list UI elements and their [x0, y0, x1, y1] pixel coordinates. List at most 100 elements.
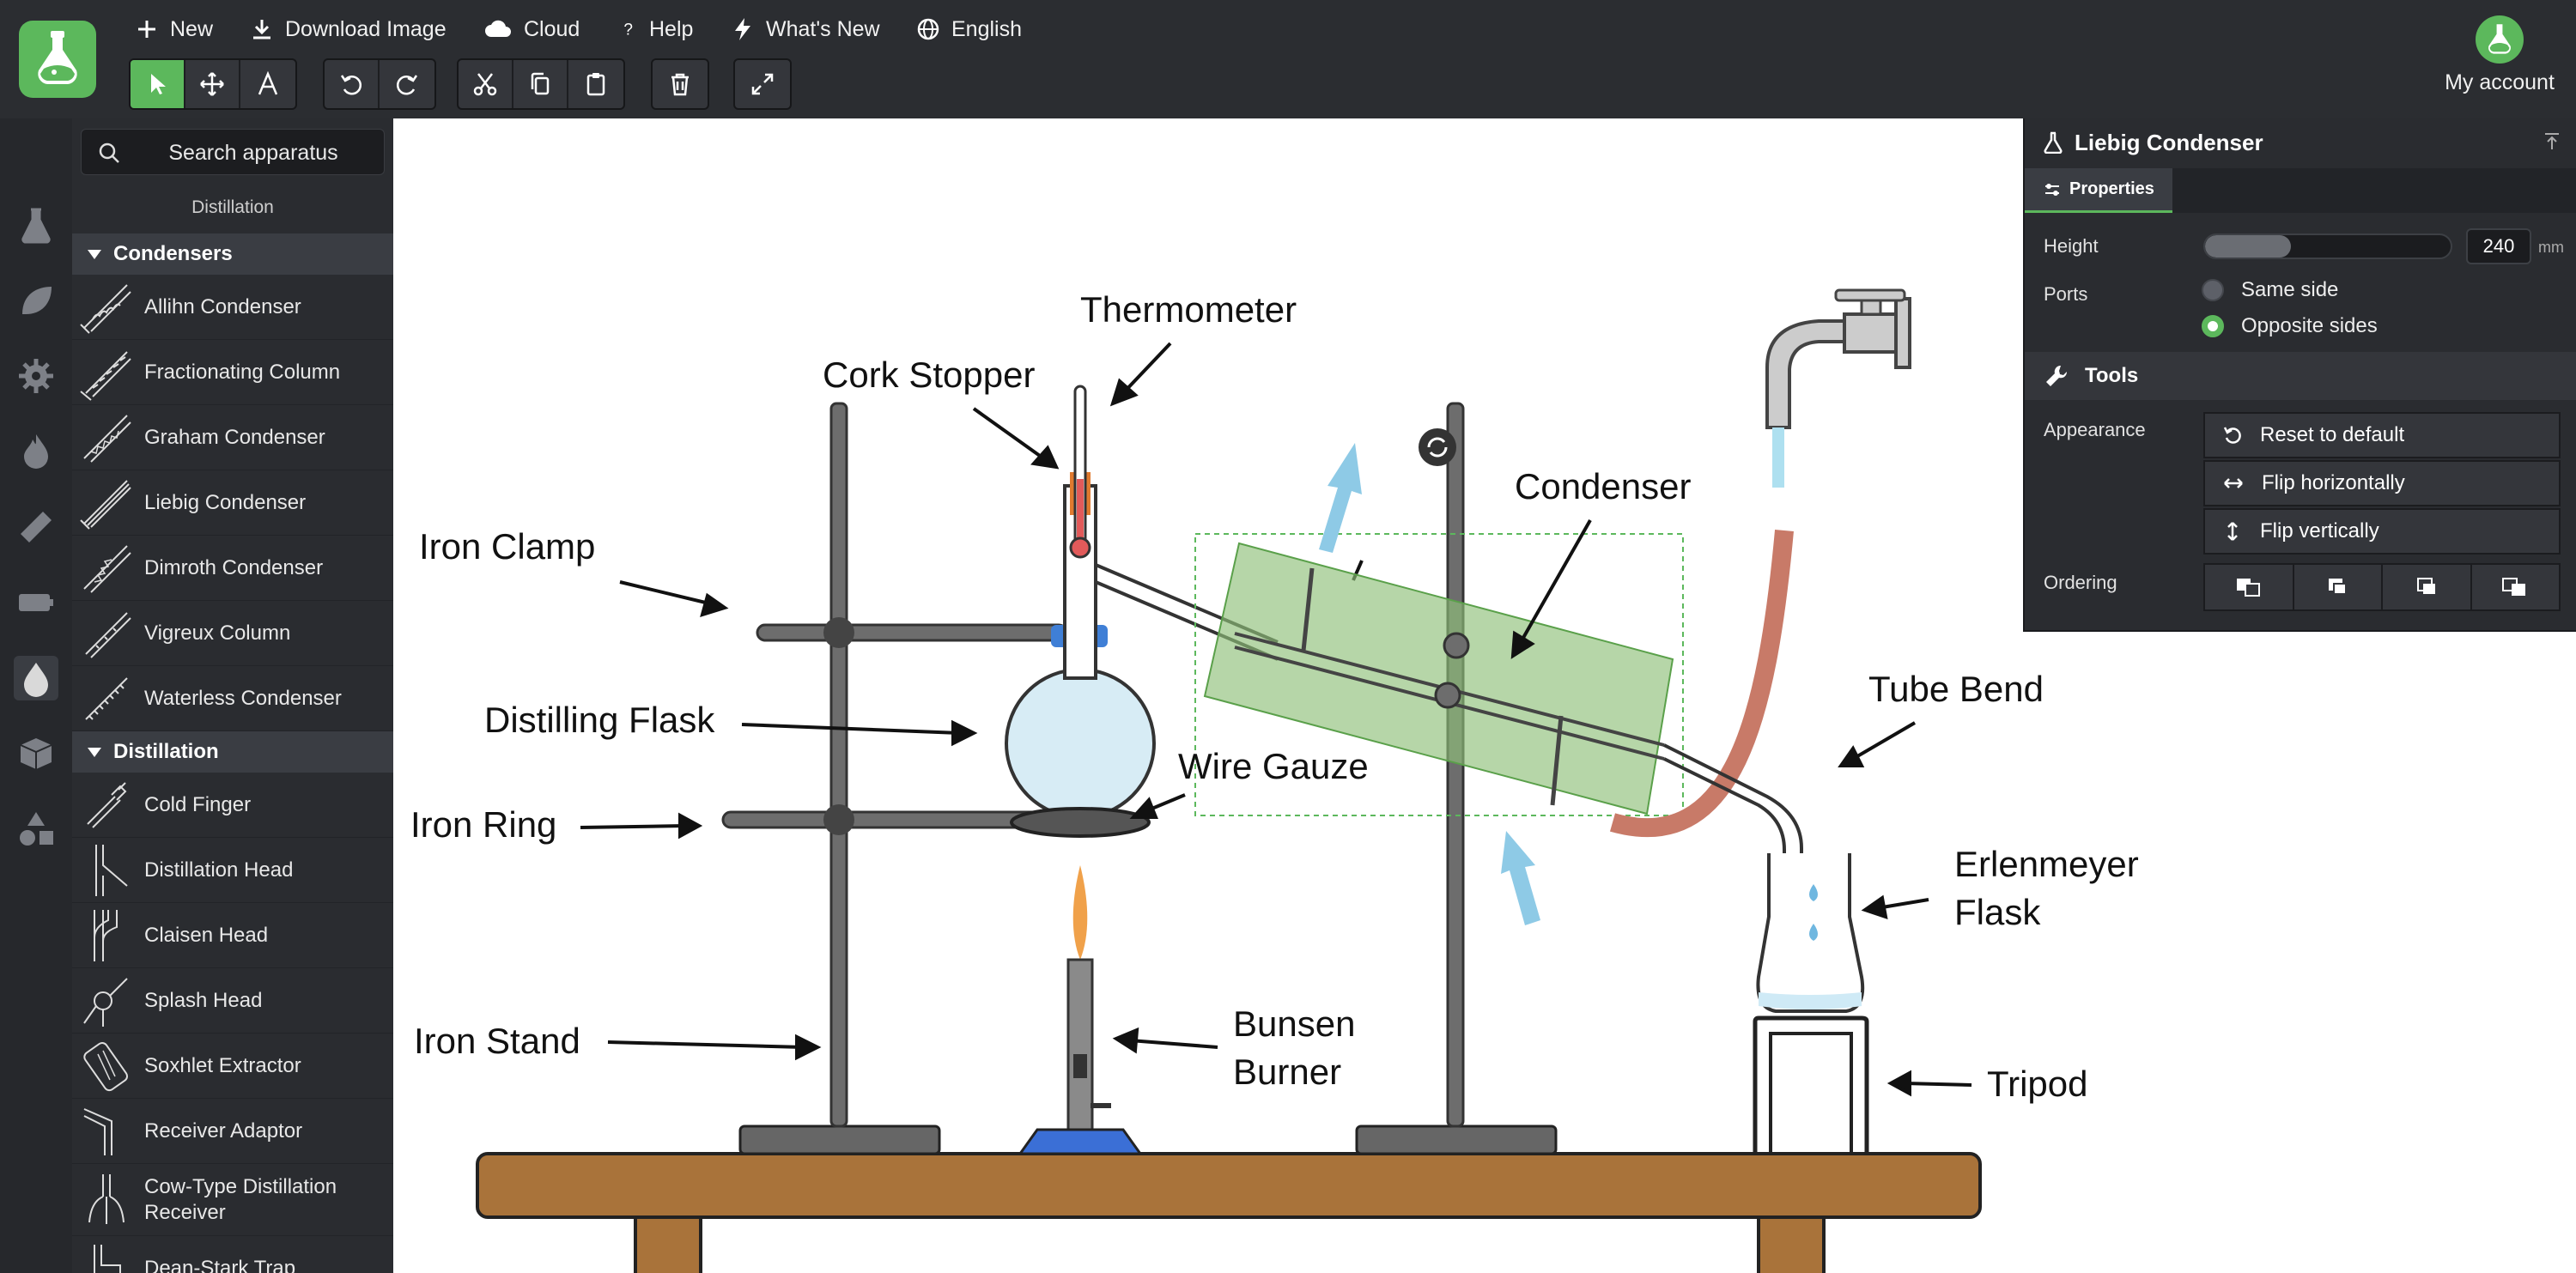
liebig-condenser-selected[interactable]: [1194, 428, 1684, 816]
apparatus-item-fractionating[interactable]: Fractionating Column: [72, 340, 393, 405]
undo-button[interactable]: [325, 60, 380, 108]
redo-button[interactable]: [380, 60, 434, 108]
apparatus-item-vigreux[interactable]: Vigreux Column: [72, 601, 393, 666]
paste-button[interactable]: [568, 60, 623, 108]
account-menu[interactable]: My account: [2444, 15, 2555, 95]
section-distillation[interactable]: Distillation: [72, 731, 393, 773]
label-erlenmeyer-line1[interactable]: Erlenmeyer: [1954, 844, 2139, 884]
apparatus-item-dean-stark[interactable]: Dean-Stark Trap: [72, 1236, 393, 1273]
flip-vertical-button[interactable]: Flip vertically: [2203, 508, 2561, 555]
flip-horizontal-button[interactable]: Flip horizontally: [2203, 460, 2561, 506]
cursor-icon: [151, 74, 166, 94]
apparatus-item-splash-head[interactable]: Splash Head: [72, 968, 393, 1034]
tube-bend-drawing[interactable]: [1663, 743, 1803, 874]
flip-horizontal-label: Flip horizontally: [2262, 471, 2405, 494]
category-distillation[interactable]: [14, 656, 58, 700]
apparatus-item-cow-receiver[interactable]: Cow-Type Distillation Receiver: [72, 1164, 393, 1236]
water-out-arrow: [1319, 443, 1362, 553]
apparatus-item-claisen-head[interactable]: Claisen Head: [72, 903, 393, 968]
apparatus-item-graham[interactable]: Graham Condenser: [72, 405, 393, 470]
cloud-menu[interactable]: Cloud: [483, 10, 580, 48]
reset-default-button[interactable]: Reset to default: [2203, 412, 2561, 458]
apparatus-item-receiver-adaptor[interactable]: Receiver Adaptor: [72, 1099, 393, 1164]
panel-title: Liebig Condenser: [2075, 129, 2263, 155]
category-biology[interactable]: [14, 278, 58, 323]
cut-button[interactable]: [459, 60, 513, 108]
label-iron-clamp[interactable]: Iron Clamp: [419, 526, 596, 567]
label-bunsen-line2[interactable]: Burner: [1233, 1052, 1342, 1092]
search-input[interactable]: [133, 136, 374, 169]
table[interactable]: [476, 1152, 1982, 1273]
tripod-drawing[interactable]: [1753, 1015, 1869, 1154]
pin-icon[interactable]: [2542, 130, 2562, 151]
erlenmeyer-flask-drawing[interactable]: [1756, 853, 1865, 1013]
svg-text:?: ?: [623, 21, 633, 39]
label-cork-stopper[interactable]: Cork Stopper: [823, 355, 1036, 395]
language-menu[interactable]: English: [915, 10, 1022, 48]
label-thermometer[interactable]: Thermometer: [1080, 289, 1297, 330]
dimroth-condenser-icon: [83, 544, 131, 593]
tools-title: Tools: [2085, 364, 2139, 387]
label-iron-ring[interactable]: Iron Ring: [410, 804, 557, 845]
category-measurement[interactable]: [14, 505, 58, 549]
whats-new-menu[interactable]: What's New: [730, 10, 880, 48]
fullscreen-button[interactable]: [735, 60, 790, 108]
send-backward-button[interactable]: [2294, 565, 2383, 609]
download-icon: [253, 20, 270, 39]
copy-button[interactable]: [513, 60, 568, 108]
splash-head-icon: [83, 977, 128, 1027]
tab-properties[interactable]: Properties: [2025, 168, 2172, 213]
port-option-label: Opposite sides: [2241, 314, 2378, 337]
faucet-drawing[interactable]: [1765, 288, 1911, 488]
apparatus-item-allihn[interactable]: Allihn Condenser: [72, 275, 393, 340]
category-electrical[interactable]: [14, 580, 58, 625]
height-unit: mm: [2538, 239, 2564, 256]
download-image-menu[interactable]: Download Image: [249, 10, 447, 48]
text-tool-button[interactable]: [240, 60, 295, 108]
label-iron-stand[interactable]: Iron Stand: [414, 1021, 580, 1061]
label-erlenmeyer-line2[interactable]: Flask: [1954, 892, 2041, 932]
reset-default-label: Reset to default: [2260, 423, 2405, 446]
flame-icon: [24, 434, 48, 469]
distilling-flask-drawing[interactable]: [1005, 385, 1364, 819]
apparatus-item-cold-finger[interactable]: Cold Finger: [72, 773, 393, 838]
apparatus-item-label: Vigreux Column: [144, 621, 291, 645]
port-option-opposite-sides[interactable]: Opposite sides: [2202, 314, 2378, 338]
select-tool-button[interactable]: [131, 60, 185, 108]
category-heating[interactable]: [14, 429, 58, 474]
apparatus-item-dimroth[interactable]: Dimroth Condenser: [72, 536, 393, 601]
label-bunsen-line1[interactable]: Bunsen: [1233, 1003, 1356, 1044]
clipboard-icon: [586, 73, 605, 96]
help-menu[interactable]: ? Help: [620, 10, 693, 48]
bunsen-burner-drawing[interactable]: [1010, 807, 1151, 1155]
send-to-back-button[interactable]: [2205, 565, 2294, 609]
label-distilling-flask[interactable]: Distilling Flask: [484, 700, 715, 740]
bring-forward-button[interactable]: [2383, 565, 2472, 609]
label-condenser[interactable]: Condenser: [1515, 466, 1692, 506]
gear-icon: [19, 359, 53, 393]
avatar: [2476, 15, 2524, 64]
height-input[interactable]: 240: [2466, 228, 2531, 264]
bring-to-front-button[interactable]: [2472, 565, 2560, 609]
iron-stand-left[interactable]: [721, 402, 1068, 1155]
apparatus-item-liebig[interactable]: Liebig Condenser: [72, 470, 393, 536]
height-slider[interactable]: [2203, 233, 2452, 259]
category-physics[interactable]: [14, 354, 58, 398]
move-tool-button[interactable]: [185, 60, 240, 108]
new-menu[interactable]: New: [134, 10, 213, 48]
label-wire-gauze[interactable]: Wire Gauze: [1178, 746, 1369, 786]
port-option-same-side[interactable]: Same side: [2202, 278, 2338, 302]
shapes-icon: [20, 812, 53, 846]
apparatus-item-distillation-head[interactable]: Distillation Head: [72, 838, 393, 903]
delete-button[interactable]: [653, 60, 708, 108]
apparatus-item-waterless[interactable]: Waterless Condenser: [72, 666, 393, 731]
move-icon: [200, 72, 224, 96]
label-tripod[interactable]: Tripod: [1987, 1064, 2088, 1104]
category-glassware[interactable]: [14, 203, 58, 247]
app-logo[interactable]: [19, 21, 96, 98]
apparatus-item-soxhlet[interactable]: Soxhlet Extractor: [72, 1034, 393, 1099]
label-tube-bend[interactable]: Tube Bend: [1868, 669, 2044, 709]
category-containers[interactable]: [14, 731, 58, 776]
section-condensers[interactable]: Condensers: [72, 233, 393, 275]
category-shapes[interactable]: [14, 807, 58, 852]
